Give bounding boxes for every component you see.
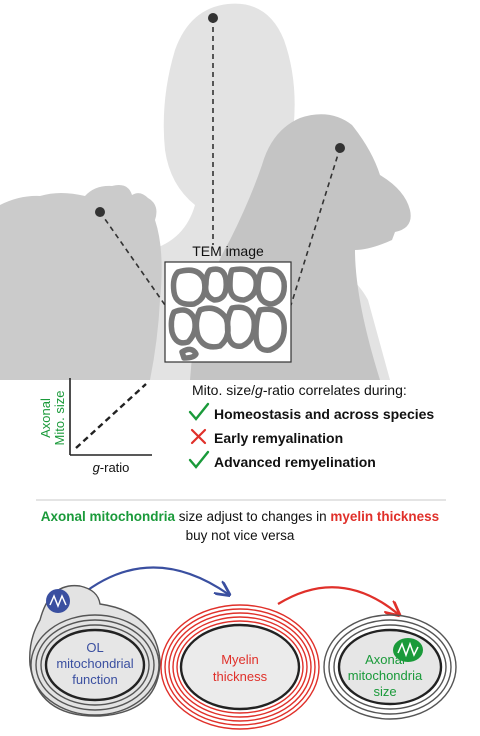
myelin-label-2: thickness bbox=[213, 669, 268, 684]
axon-label-2: mitochondria bbox=[348, 668, 423, 683]
ol-label-3: function bbox=[72, 672, 118, 687]
cross-icon bbox=[190, 428, 207, 445]
correlation-item-3: Advanced remyelination bbox=[214, 454, 376, 470]
rodent-silhouette bbox=[0, 185, 162, 380]
chimp-leader-line bbox=[290, 147, 341, 306]
correlation-heading: Mito. size/g-ratio correlates during: bbox=[192, 382, 407, 398]
red-arrow bbox=[277, 586, 398, 614]
tem-image bbox=[164, 261, 292, 363]
graph-xlabel: g-ratio bbox=[93, 460, 130, 475]
correlation-item-2: Early remyalination bbox=[214, 430, 343, 446]
rodent-leader-line bbox=[99, 211, 166, 306]
leader-lines bbox=[99, 18, 341, 306]
correlation-item-1: Homeostasis and across species bbox=[214, 406, 434, 422]
chimp-dot bbox=[335, 143, 345, 153]
check-icon bbox=[188, 450, 210, 469]
human-dot bbox=[208, 13, 218, 23]
tem-title: TEM image bbox=[192, 243, 264, 259]
myelin-cell: Myelin thickness bbox=[160, 604, 320, 730]
check-icon bbox=[188, 402, 210, 421]
graph-ylabel-2: Mito. size bbox=[52, 391, 67, 446]
graph-ylabel-1: Axonal bbox=[38, 398, 53, 438]
rodent-dot bbox=[95, 207, 105, 217]
summary-line-2: buy not vice versa bbox=[186, 528, 295, 543]
leader-dots bbox=[95, 13, 345, 217]
axon-label-3: size bbox=[373, 684, 396, 699]
blue-arrow bbox=[79, 566, 228, 596]
mini-graph: Axonal Mito. size g-ratio bbox=[38, 378, 152, 475]
summary-line-1: Axonal mitochondria size adjust to chang… bbox=[41, 509, 439, 524]
ol-label-2: mitochondrial bbox=[56, 656, 133, 671]
myelin-label-1: Myelin bbox=[221, 652, 259, 667]
axon-cell: Axonal mitochondria size bbox=[323, 614, 457, 720]
ol-label-1: OL bbox=[86, 640, 103, 655]
correlation-line bbox=[75, 383, 147, 449]
ol-cell: OL mitochondrial function bbox=[29, 584, 161, 717]
mitochondrion-icon bbox=[46, 589, 70, 613]
axon-label-1: Axonal bbox=[365, 652, 405, 667]
